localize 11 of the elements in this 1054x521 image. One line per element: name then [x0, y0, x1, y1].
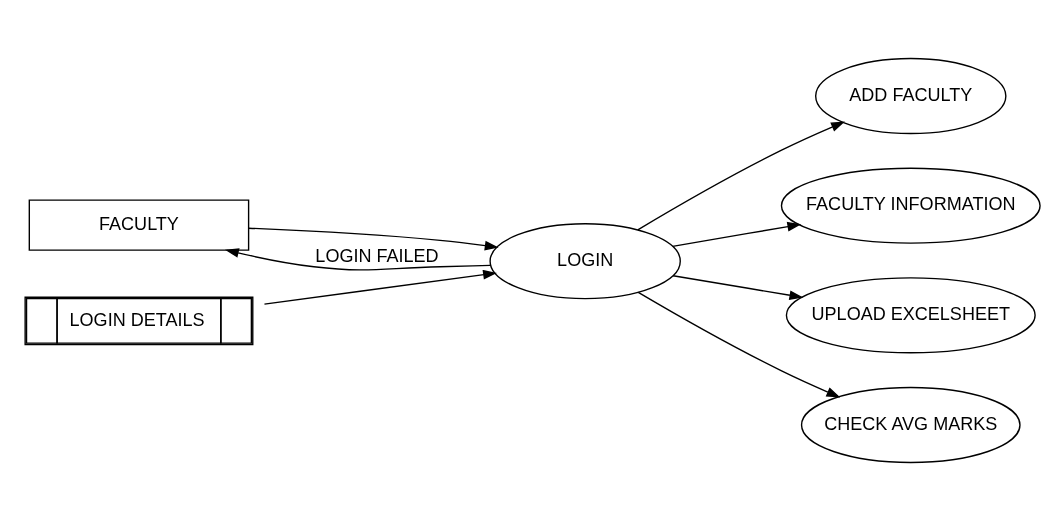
arrow — [248, 227, 499, 251]
arrow — [637, 121, 845, 231]
arrow — [263, 269, 497, 305]
arrow — [224, 248, 491, 271]
edge-label: LOGIN FAILED — [315, 245, 439, 266]
node-ellipse: LOGIN — [489, 223, 681, 300]
node-ellipse: FACULTY INFORMATION — [780, 167, 1041, 244]
arrow — [671, 221, 802, 248]
arrow — [637, 291, 841, 398]
node-box: FACULTY — [28, 199, 250, 251]
arrow — [672, 275, 804, 301]
